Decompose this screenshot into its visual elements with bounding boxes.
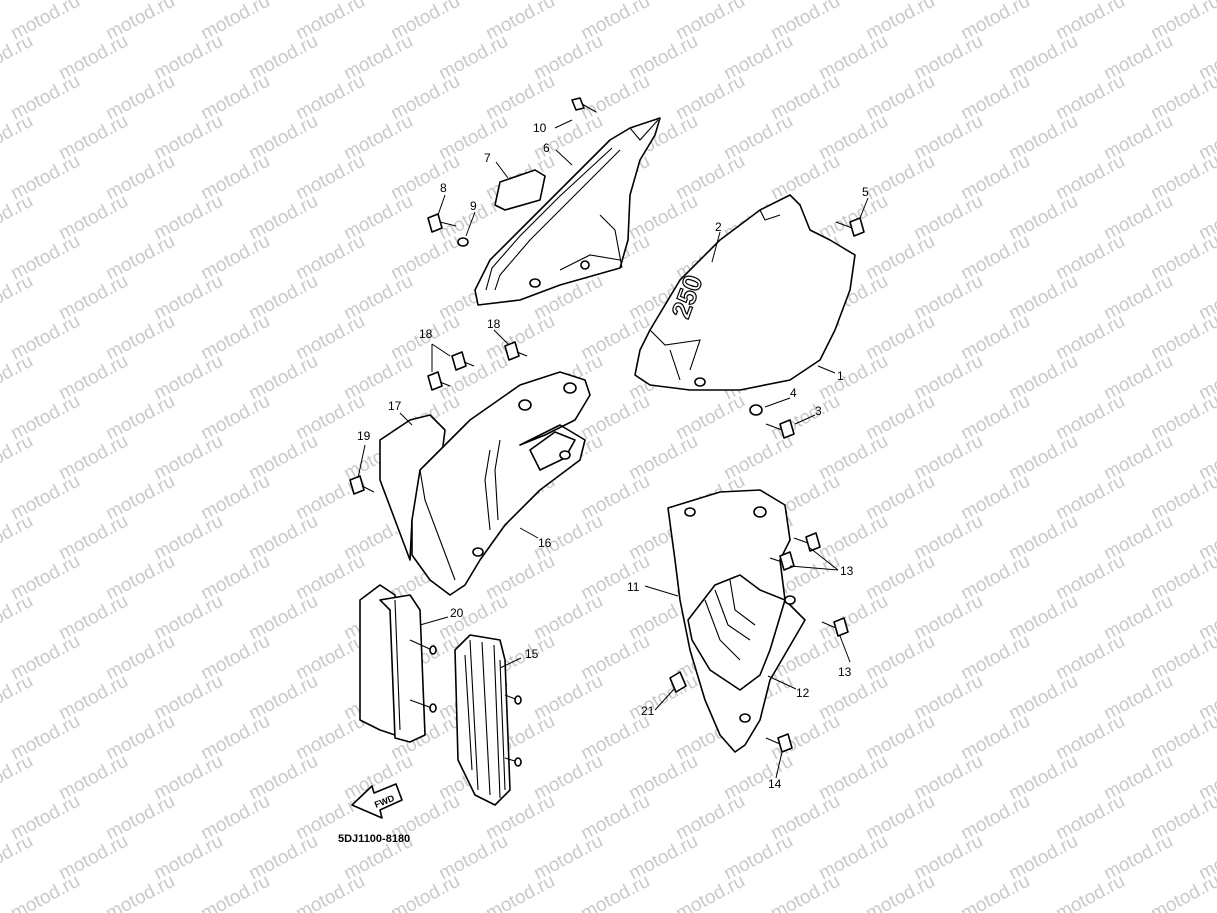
- callouts: 10 6 7 8 9 5 2 1 4 3 18 18 17 19 16 13 1…: [357, 121, 869, 791]
- watermark-text: motod.ru: [767, 871, 843, 913]
- callout-12: 12: [796, 686, 810, 700]
- watermark-text: motod.ru: [0, 511, 37, 565]
- callout-7: 7: [484, 151, 491, 165]
- watermark-text: motod.ru: [482, 871, 558, 913]
- watermark-text: motod.ru: [0, 191, 37, 245]
- watermark-text: motod.ru: [387, 871, 463, 913]
- watermark-text: motod.ru: [577, 871, 653, 913]
- callout-5: 5: [862, 185, 869, 199]
- callout-2: 2: [715, 220, 722, 234]
- callout-18-left: 18: [419, 327, 433, 341]
- callout-11: 11: [627, 580, 640, 594]
- callout-14: 14: [768, 777, 782, 791]
- watermark-text: motod.ru: [1147, 871, 1217, 913]
- leader-lines: [357, 119, 869, 779]
- callout-4: 4: [790, 386, 797, 400]
- watermark-text: motod.ru: [0, 751, 37, 805]
- watermark-text: motod.ru: [672, 871, 748, 913]
- watermark-text: motod.ru: [0, 31, 37, 85]
- side-panel-lower: [667, 489, 806, 753]
- callout-9: 9: [470, 199, 477, 213]
- callout-6: 6: [543, 141, 550, 155]
- diagram-code: 5DJ1100-8180: [338, 833, 410, 845]
- watermark-text: motod.ru: [1195, 0, 1217, 4]
- callout-10: 10: [533, 121, 547, 135]
- watermark-text: motod.ru: [7, 871, 83, 913]
- watermark-text: motod.ru: [0, 431, 37, 485]
- watermark-text: motod.ru: [0, 671, 37, 725]
- watermark-text: motod.ru: [862, 871, 938, 913]
- watermark-text: motod.ru: [0, 351, 37, 405]
- callout-19: 19: [357, 429, 371, 443]
- watermark-text: motod.ru: [0, 111, 37, 165]
- watermark-text: motod.ru: [197, 871, 273, 913]
- callout-15: 15: [525, 647, 539, 661]
- watermark-text: motod.ru: [957, 871, 1033, 913]
- watermark-text: motod.ru: [0, 591, 37, 645]
- side-cover-upper-left: [474, 117, 661, 306]
- radiator-louver-15: [454, 634, 522, 806]
- radiator-guard-20: [359, 584, 437, 743]
- callout-20: 20: [450, 606, 464, 620]
- callout-3: 3: [815, 404, 822, 418]
- logo-250: 250: [665, 271, 708, 322]
- callout-21: 21: [641, 704, 655, 718]
- callout-8: 8: [440, 181, 447, 195]
- fwd-arrow-icon: FWD: [351, 783, 403, 819]
- watermark-text: motod.ru: [0, 271, 37, 325]
- watermark-text: motod.ru: [0, 0, 37, 4]
- watermark-text: motod.ru: [1052, 871, 1128, 913]
- watermark-text: motod.ru: [102, 871, 178, 913]
- callout-13-upper: 13: [840, 564, 854, 578]
- watermark-text: motod.ru: [292, 871, 368, 913]
- callout-13-lower: 13: [838, 665, 852, 679]
- callout-17: 17: [388, 399, 402, 413]
- side-cover-right: 250: [634, 194, 856, 391]
- callout-1: 1: [837, 369, 844, 383]
- watermark-text: motod.ru: [0, 831, 37, 885]
- callout-18-right: 18: [487, 317, 501, 331]
- side-panel-front: [379, 371, 591, 596]
- callout-16: 16: [538, 536, 552, 550]
- fasteners: [349, 97, 865, 753]
- clip-21: [669, 671, 687, 693]
- decal-7: [494, 169, 546, 211]
